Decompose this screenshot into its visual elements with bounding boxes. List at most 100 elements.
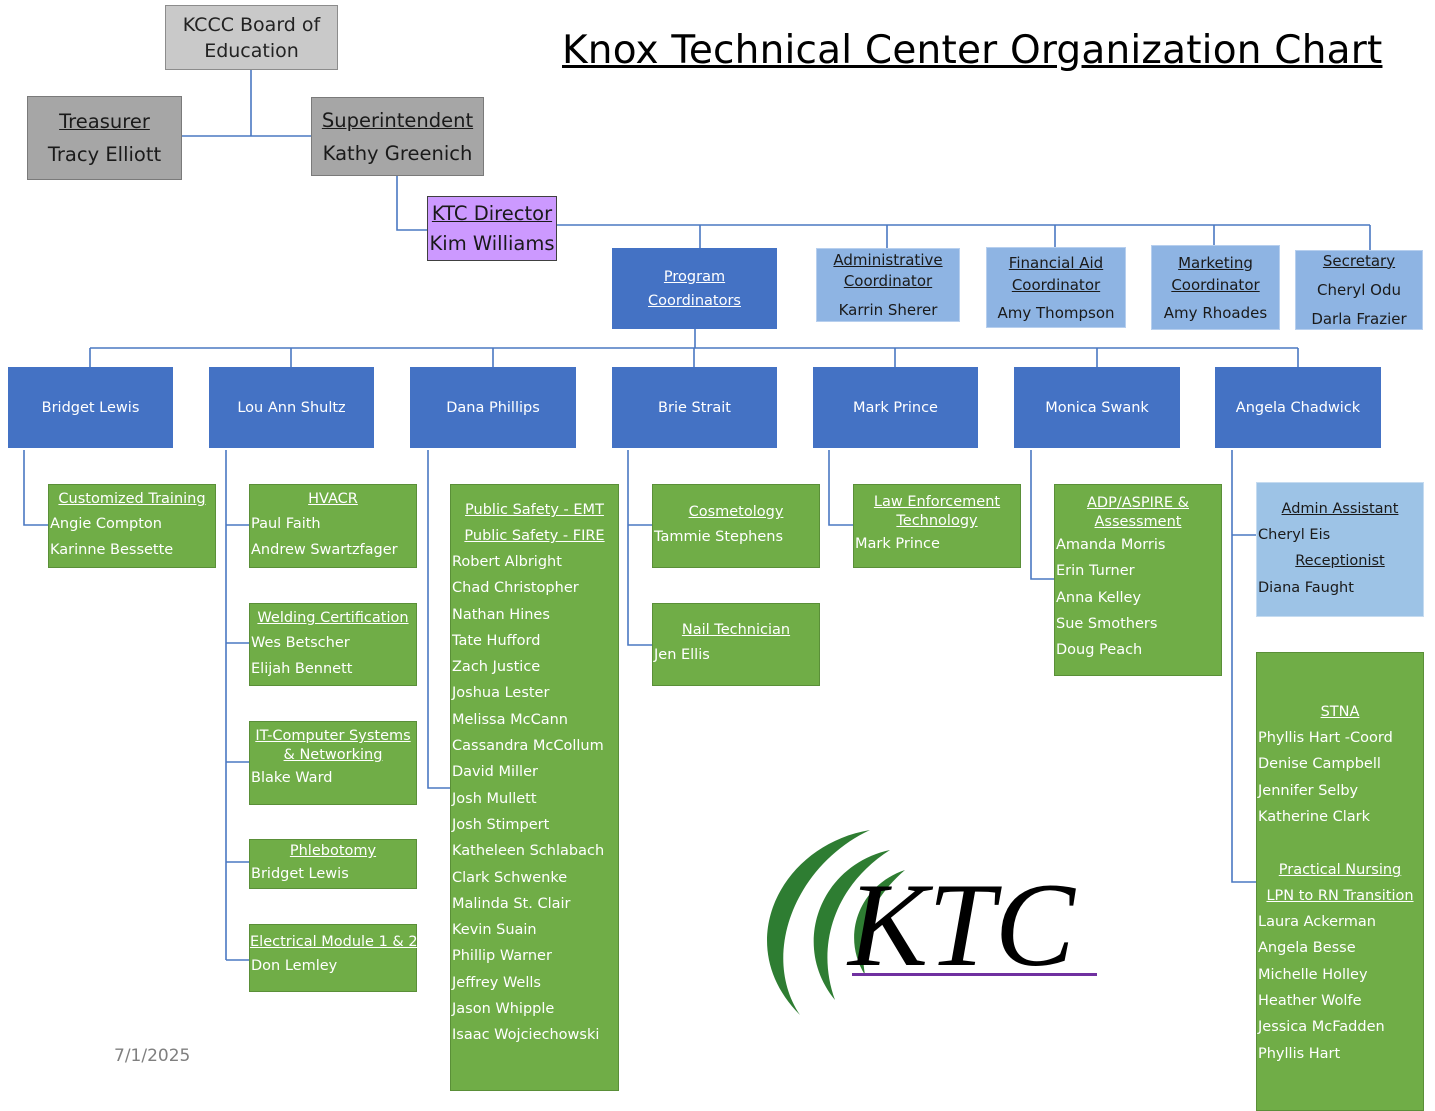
admin-assistant-name: Cheryl Eis — [1258, 527, 1331, 543]
director-box: KTC Director Kim Williams — [427, 196, 557, 261]
admin-coordinator-title2: Coordinator — [843, 271, 933, 290]
staff-name: Robert Albright — [452, 554, 562, 570]
staff-name: Michelle Holley — [1258, 966, 1368, 983]
coordinator-monica-swank: Monica Swank — [1014, 367, 1180, 448]
program-title: Nail Technician — [681, 622, 791, 638]
program-title-2: & Networking — [283, 747, 383, 763]
program-coordinators-line1: Program — [663, 268, 726, 285]
treasurer-box: Treasurer Tracy Elliott — [27, 96, 182, 180]
staff-name: Phillip Warner — [452, 948, 552, 965]
program-title-2: Assessment — [1094, 514, 1182, 530]
program-phlebotomy: Phlebotomy Bridget Lewis — [249, 839, 417, 889]
staff-name: Jason Whipple — [452, 1001, 555, 1018]
staff-name: Angela Besse — [1258, 940, 1356, 957]
program-title-1: IT-Computer Systems — [255, 728, 411, 744]
program-title-1: Public Safety - EMT — [465, 502, 604, 518]
admin-coordinator-name: Karrin Sherer — [838, 300, 938, 319]
superintendent-name: Kathy Greenich — [322, 141, 473, 165]
treasurer-name: Tracy Elliott — [47, 143, 162, 166]
staff-name: Karinne Bessette — [50, 542, 174, 559]
staff-name: Sue Smothers — [1056, 615, 1158, 632]
staff-name: Blake Ward — [251, 770, 333, 786]
coordinator-bridget-lewis: Bridget Lewis — [8, 367, 173, 448]
coordinator-lou-ann-shultz: Lou Ann Shultz — [209, 367, 374, 448]
admin-coordinator-title1: Administrative — [833, 250, 943, 269]
financial-aid-title2: Coordinator — [1011, 275, 1101, 294]
marketing-name: Amy Rhoades — [1163, 303, 1268, 322]
financial-aid-name: Amy Thompson — [997, 303, 1115, 322]
staff-name: Heather Wolfe — [1258, 993, 1362, 1010]
staff-name: Jessica McFadden — [1258, 1019, 1385, 1036]
superintendent-box: Superintendent Kathy Greenich — [311, 97, 484, 176]
treasurer-title: Treasurer — [59, 110, 150, 133]
receptionist-name: Diana Faught — [1258, 580, 1354, 597]
staff-name: Mark Prince — [855, 536, 940, 552]
staff-name: Jen Ellis — [654, 647, 710, 663]
program-hvacr: HVACR Paul Faith Andrew Swartzfager — [249, 484, 417, 568]
program-title: STNA — [1320, 704, 1360, 720]
secretary-title: Secretary — [1322, 251, 1396, 270]
staff-name: Laura Ackerman — [1258, 914, 1376, 931]
board-name: KCCC Board of Education — [182, 13, 321, 62]
coordinator-name: Mark Prince — [853, 399, 938, 416]
staff-name: Angie Compton — [50, 516, 162, 532]
staff-name: Paul Faith — [251, 516, 321, 532]
financial-aid-box: Financial Aid Coordinator Amy Thompson — [986, 247, 1126, 328]
program-cosmetology: Cosmetology Tammie Stephens — [652, 484, 820, 568]
staff-name: Andrew Swartzfager — [251, 542, 398, 559]
ktc-logo: KTC — [767, 830, 1097, 1015]
program-title: HVACR — [308, 491, 358, 507]
staff-name: Phyllis Hart -Coord — [1258, 730, 1393, 746]
coordinator-name: Dana Phillips — [446, 399, 540, 416]
staff-name: Kevin Suain — [452, 922, 537, 939]
program-title-1: Law Enforcement — [873, 494, 1001, 510]
staff-name: Don Lemley — [251, 958, 338, 974]
staff-name: Denise Campbell — [1258, 756, 1381, 773]
staff-name: Clark Schwenke — [452, 869, 568, 886]
staff-name: Nathan Hines — [452, 606, 550, 623]
logo-swoosh-middle — [813, 850, 890, 1000]
receptionist-title: Receptionist — [1295, 553, 1385, 570]
program-electrical: Electrical Module 1 & 2 Don Lemley — [249, 924, 418, 992]
staff-name: Bridget Lewis — [251, 866, 349, 882]
staff-name: Jennifer Selby — [1258, 782, 1359, 799]
staff-name: Tate Hufford — [452, 632, 541, 649]
program-coordinators-box: Program Coordinators — [612, 248, 777, 329]
staff-name: Katherine Clark — [1258, 808, 1371, 825]
staff-name: Josh Mullett — [452, 790, 537, 807]
program-title: Customized Training — [58, 491, 206, 507]
financial-aid-title1: Financial Aid — [1008, 253, 1104, 272]
staff-name: Isaac Wojciechowski — [452, 1027, 600, 1044]
staff-name: Amanda Morris — [1056, 537, 1166, 553]
director-title: KTC Director — [431, 202, 553, 225]
logo-swoosh-outer — [767, 830, 870, 1015]
date-label: 7/1/2025 — [114, 1046, 191, 1066]
staff-name: Tammie Stephens — [654, 529, 784, 545]
marketing-title2: Coordinator — [1171, 275, 1260, 294]
program-law-enforcement: Law Enforcement Technology Mark Prince — [853, 484, 1021, 568]
coordinator-angela-chadwick: Angela Chadwick — [1215, 367, 1381, 448]
staff-name: Melissa McCann — [452, 711, 568, 728]
program-coordinators-line2: Coordinators — [648, 292, 741, 309]
staff-name: Erin Turner — [1056, 563, 1135, 580]
program-title: Phlebotomy — [289, 843, 377, 859]
program-customized-training: Customized Training Angie Compton Karinn… — [48, 484, 216, 568]
coordinator-name: Angela Chadwick — [1235, 399, 1361, 416]
coordinator-name: Bridget Lewis — [41, 399, 140, 416]
staff-name: Katheleen Schlabach — [452, 843, 605, 860]
logo-swoosh-inner — [854, 870, 905, 975]
program-title-1: Practical Nursing — [1278, 862, 1402, 879]
staff-name: Jeffrey Wells — [452, 974, 541, 991]
secretary-name-2: Darla Frazier — [1311, 309, 1407, 328]
program-welding: Welding Certification Wes Betscher Elija… — [249, 603, 417, 686]
program-title-2: Technology — [896, 513, 978, 529]
program-nail-technician: Nail Technician Jen Ellis — [652, 603, 820, 686]
admin-assistant-box: Admin Assistant Cheryl Eis Receptionist … — [1256, 482, 1424, 617]
marketing-title1: Marketing — [1178, 253, 1253, 272]
director-name: Kim Williams — [429, 232, 555, 255]
program-public-safety: Public Safety - EMT Public Safety - FIRE… — [450, 484, 619, 1091]
coordinator-mark-prince: Mark Prince — [813, 367, 978, 448]
coordinator-dana-phillips: Dana Phillips — [410, 367, 576, 448]
staff-name: Chad Christopher — [452, 580, 579, 597]
program-title: Cosmetology — [688, 504, 784, 520]
